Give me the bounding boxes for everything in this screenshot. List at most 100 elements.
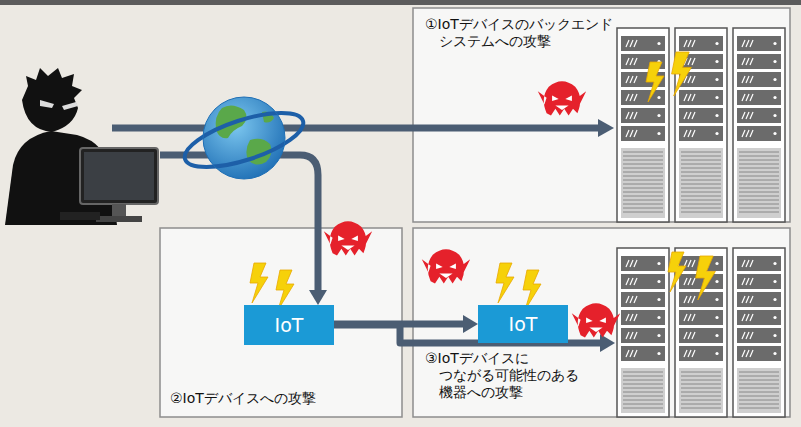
unit-mark: [684, 40, 687, 47]
grill-line: [623, 176, 663, 177]
grill-line: [681, 396, 721, 397]
unit-mark: [684, 278, 687, 285]
rack-unit: [737, 328, 781, 343]
grill-line: [739, 172, 779, 173]
grill-line: [623, 404, 663, 405]
panel-caption: ①IoTデバイスのバックエンド システムへの攻撃: [425, 16, 613, 50]
rack-unit: [679, 328, 723, 343]
unit-led: [773, 96, 776, 99]
unit-led: [773, 42, 776, 45]
server-rack: [617, 28, 669, 222]
lightning-bolt: [523, 270, 541, 310]
rack-unit: [737, 274, 781, 289]
unit-mark: [634, 260, 637, 267]
grill-line: [623, 372, 663, 373]
grill-line: [681, 384, 721, 385]
unit-mark: [626, 40, 629, 47]
grill-line: [681, 380, 721, 381]
panel-outline: [413, 8, 790, 222]
unit-mark: [746, 278, 749, 285]
grill-line: [681, 152, 721, 153]
unit-mark: [688, 94, 691, 101]
device-label: IoT: [275, 314, 304, 336]
rack-unit: [737, 256, 781, 271]
unit-led: [715, 352, 718, 355]
panel-caption: ②IoTデバイスへの攻撃: [170, 390, 316, 407]
grill-line: [623, 164, 663, 165]
grill-line: [681, 388, 721, 389]
unit-mark: [750, 350, 753, 357]
unit-led: [773, 334, 776, 337]
unit-led: [773, 298, 776, 301]
rack-grill: [621, 368, 665, 413]
unit-led: [657, 132, 660, 135]
rack-unit: [621, 256, 665, 271]
grill-line: [623, 184, 663, 185]
unit-mark: [626, 130, 629, 137]
grill-line: [681, 188, 721, 189]
grill-line: [739, 408, 779, 409]
unit-mark: [692, 314, 695, 321]
unit-led: [715, 262, 718, 265]
unit-led: [715, 132, 718, 135]
unit-led: [715, 334, 718, 337]
unit-mark: [692, 130, 695, 137]
unit-mark: [626, 278, 629, 285]
grill-line: [623, 188, 663, 189]
rack-grill: [737, 368, 781, 413]
grill-line: [623, 388, 663, 389]
grill-line: [681, 168, 721, 169]
grill-line: [623, 152, 663, 153]
grill-line: [739, 200, 779, 201]
rack-unit: [737, 310, 781, 325]
unit-mark: [692, 112, 695, 119]
scenario-panel: ②IoTデバイスへの攻撃 IoT: [160, 228, 402, 417]
grill-line: [681, 176, 721, 177]
rack-grill: [737, 148, 781, 218]
grill-line: [739, 164, 779, 165]
unit-mark: [750, 40, 753, 47]
lightning-bolt: [276, 270, 294, 310]
unit-led: [715, 42, 718, 45]
grill-line: [681, 156, 721, 157]
grill-line: [681, 184, 721, 185]
unit-mark: [750, 112, 753, 119]
unit-mark: [634, 58, 637, 65]
unit-mark: [746, 112, 749, 119]
grill-line: [623, 212, 663, 213]
unit-mark: [684, 350, 687, 357]
rack-unit: [621, 310, 665, 325]
grill-line: [681, 376, 721, 377]
rack-unit: [621, 36, 665, 51]
scenario-panel: ①IoTデバイスのバックエンド システムへの攻撃: [413, 8, 790, 222]
grill-line: [739, 212, 779, 213]
unit-mark: [692, 94, 695, 101]
grill-line: [681, 160, 721, 161]
unit-mark: [742, 332, 745, 339]
unit-led: [715, 114, 718, 117]
grill-line: [739, 400, 779, 401]
rack-grill: [679, 148, 723, 218]
rack-unit: [621, 108, 665, 123]
unit-led: [657, 316, 660, 319]
grill-line: [623, 392, 663, 393]
rack-unit: [679, 310, 723, 325]
grill-line: [681, 400, 721, 401]
unit-mark: [684, 314, 687, 321]
grill-line: [739, 396, 779, 397]
unit-mark: [634, 76, 637, 83]
grill-line: [739, 176, 779, 177]
grill-line: [623, 168, 663, 169]
panel-outline: [413, 228, 790, 417]
unit-mark: [746, 76, 749, 83]
grill-line: [739, 376, 779, 377]
unit-mark: [746, 296, 749, 303]
unit-led: [773, 60, 776, 63]
unit-mark: [630, 260, 633, 267]
rack-unit: [737, 54, 781, 69]
unit-mark: [742, 350, 745, 357]
rack-unit: [679, 36, 723, 51]
unit-mark: [750, 278, 753, 285]
grill-line: [739, 196, 779, 197]
unit-led: [657, 334, 660, 337]
